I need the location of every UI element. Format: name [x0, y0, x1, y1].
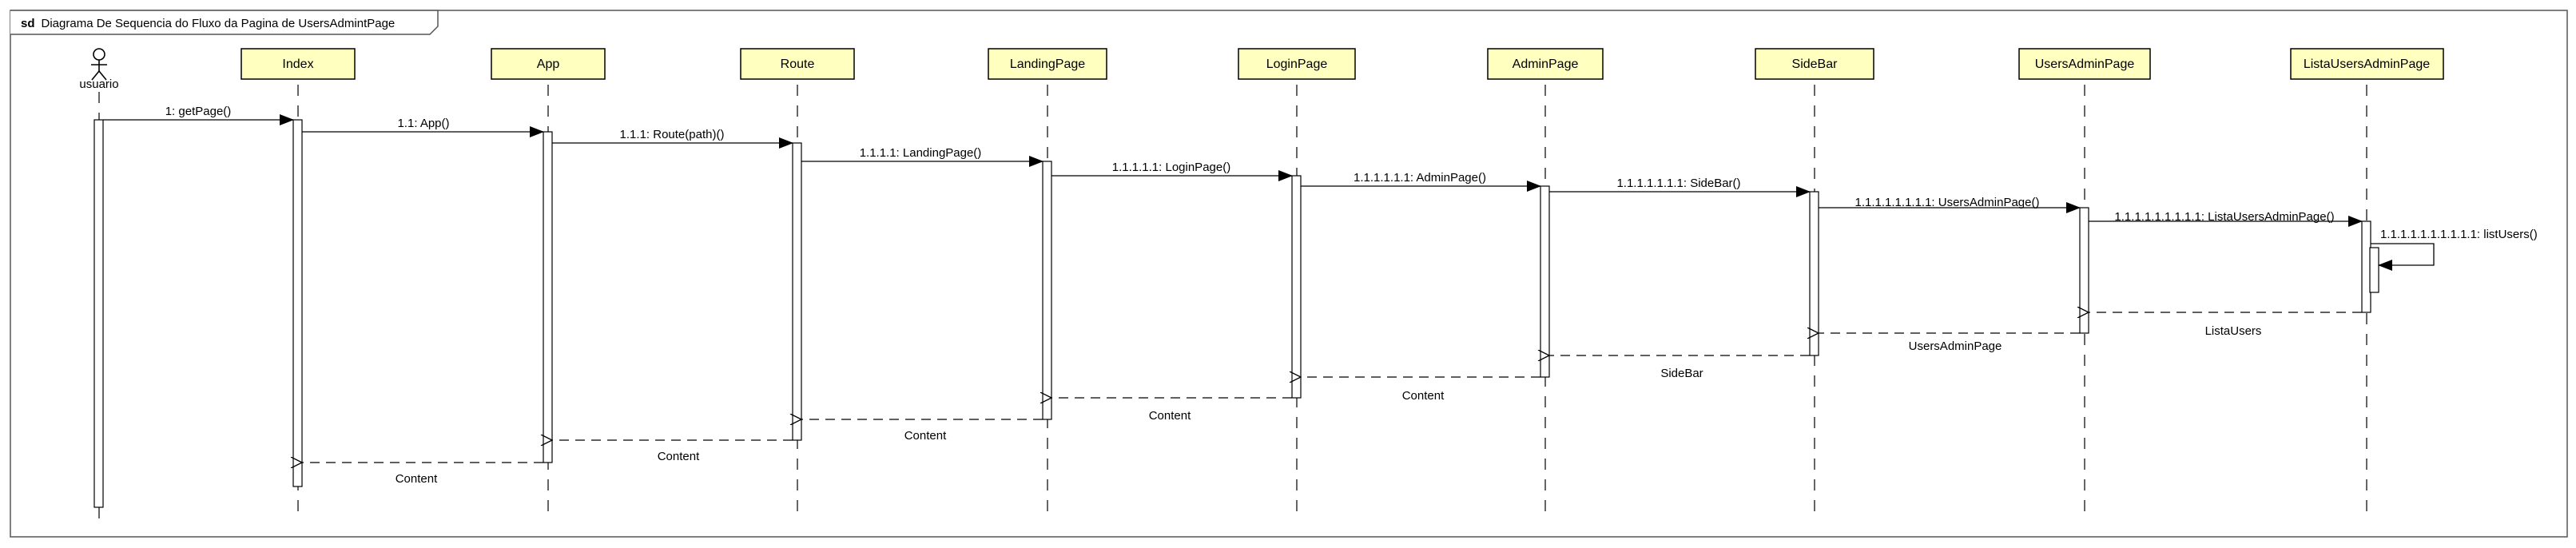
lifeline-label-route: Route: [781, 58, 815, 71]
activation-sidebar: [1809, 191, 1819, 356]
lifeline-route: Route: [740, 48, 855, 521]
actor-activation: [93, 119, 104, 508]
activation-index: [292, 119, 303, 487]
return-label: Content: [396, 472, 438, 486]
call-5: 1.1.1.1.1: LoginPage(): [1051, 161, 1293, 181]
call-6: 1.1.1.1.1.1: AdminPage(): [1301, 171, 1541, 192]
call-label: 1.1.1.1.1.1.1: SideBar(): [1616, 177, 1740, 190]
call-label: 1.1.1: Route(path)(): [620, 128, 725, 141]
lifeline-label-sidebar: SideBar: [1792, 58, 1839, 71]
activation-route: [792, 142, 802, 441]
lifeline-sidebar: SideBar: [1755, 48, 1874, 521]
self-call-label: 1.1.1.1.1.1.1.1.1.1: listUsers(): [2380, 228, 2538, 241]
return-label: SideBar: [1660, 367, 1703, 380]
call-1: 1: getPage(): [103, 105, 294, 125]
return-3: SideBar: [1549, 355, 1810, 380]
frame-title-text: Diagrama De Sequencia do Fluxo da Pagina…: [42, 17, 396, 30]
actor-label: usuario: [79, 77, 118, 91]
lifeline-head-route: [740, 48, 855, 80]
actor-usuario: usuario: [79, 48, 119, 91]
lifeline-loginpage: LoginPage: [1238, 48, 1356, 521]
lifeline-head-usersadminpage: [2018, 48, 2151, 80]
lifeline-head-index: [241, 48, 356, 80]
call-label: 1.1.1.1.1.1.1.1.1: ListaUsersAdminPage(): [2114, 210, 2334, 224]
return-4: Content: [1301, 377, 1540, 403]
call-7: 1.1.1.1.1.1.1: SideBar(): [1549, 177, 1811, 197]
lifeline-usersadminpage: UsersAdminPage: [2018, 48, 2151, 521]
call-4: 1.1.1.1: LandingPage(): [801, 146, 1044, 167]
frame-border: [10, 10, 2568, 538]
lifeline-app: App: [491, 48, 606, 521]
lifeline-head-loginpage: [1238, 48, 1356, 80]
return-label: UsersAdminPage: [1909, 340, 2002, 353]
call-8: 1.1.1.1.1.1.1.1: UsersAdminPage(): [1819, 196, 2081, 213]
activation-listausersadminpage-nested: [2369, 247, 2379, 293]
return-1: ListaUsers: [2089, 312, 2362, 338]
return-8: Content: [302, 463, 543, 486]
self-call: 1.1.1.1.1.1.1.1.1.1: listUsers(): [2371, 228, 2538, 271]
lifeline-label-loginpage: LoginPage: [1266, 58, 1328, 71]
lifeline-index: Index: [241, 48, 356, 521]
call-label: 1: getPage(): [165, 105, 232, 118]
activation-adminpage: [1540, 185, 1550, 378]
lifeline-label-usersadminpage: UsersAdminPage: [2035, 58, 2135, 71]
return-label: Content: [904, 429, 947, 443]
lifeline-label-index: Index: [282, 58, 313, 71]
lifeline-head-app: [491, 48, 606, 80]
return-label: Content: [658, 450, 700, 463]
return-7: Content: [552, 440, 793, 463]
call-label: 1.1.1.1: LandingPage(): [860, 146, 982, 160]
activation-app: [543, 131, 553, 463]
lifeline-label-listausersadminpage: ListaUsersAdminPage: [2304, 58, 2430, 71]
return-6: Content: [801, 419, 1043, 443]
frame-tab: [10, 10, 439, 35]
lifeline-adminpage: AdminPage: [1487, 48, 1604, 521]
return-label: ListaUsers: [2205, 324, 2262, 338]
lifeline-head-sidebar: [1755, 48, 1874, 80]
call-3: 1.1.1: Route(path)(): [552, 128, 793, 149]
call-label: 1.1: App(): [397, 117, 449, 130]
activation-loginpage: [1291, 175, 1302, 399]
frame-keyword: sd: [21, 17, 35, 30]
frame-title: sd Diagrama De Sequencia do Fluxo da Pag…: [21, 17, 395, 30]
call-label: 1.1.1.1.1: LoginPage(): [1112, 161, 1230, 174]
lifeline-landingpage: LandingPage: [988, 48, 1107, 521]
lifeline-label-adminpage: AdminPage: [1513, 58, 1579, 71]
return-5: Content: [1051, 398, 1292, 423]
lifeline-head-adminpage: [1487, 48, 1604, 80]
lifeline-head-listausersadminpage: [2290, 48, 2444, 80]
lifeline-listausersadminpage: ListaUsersAdminPage: [2290, 48, 2444, 521]
return-label: Content: [1149, 409, 1191, 423]
return-label: Content: [1402, 389, 1445, 403]
lifeline-label-app: App: [537, 58, 560, 71]
activation-landingpage: [1042, 161, 1052, 420]
lifeline-head-landingpage: [988, 48, 1107, 80]
call-2: 1.1: App(): [302, 117, 544, 137]
activation-listausersadminpage: [2361, 220, 2371, 313]
actor-head-icon: [93, 48, 105, 61]
call-label: 1.1.1.1.1.1: AdminPage(): [1354, 171, 1486, 185]
return-2: UsersAdminPage: [1819, 333, 2080, 353]
lifeline-label-landingpage: LandingPage: [1010, 58, 1085, 71]
activation-usersadminpage: [2079, 207, 2089, 334]
call-9: 1.1.1.1.1.1.1.1.1: ListaUsersAdminPage(): [2089, 210, 2363, 227]
call-label: 1.1.1.1.1.1.1.1: UsersAdminPage(): [1855, 196, 2040, 209]
